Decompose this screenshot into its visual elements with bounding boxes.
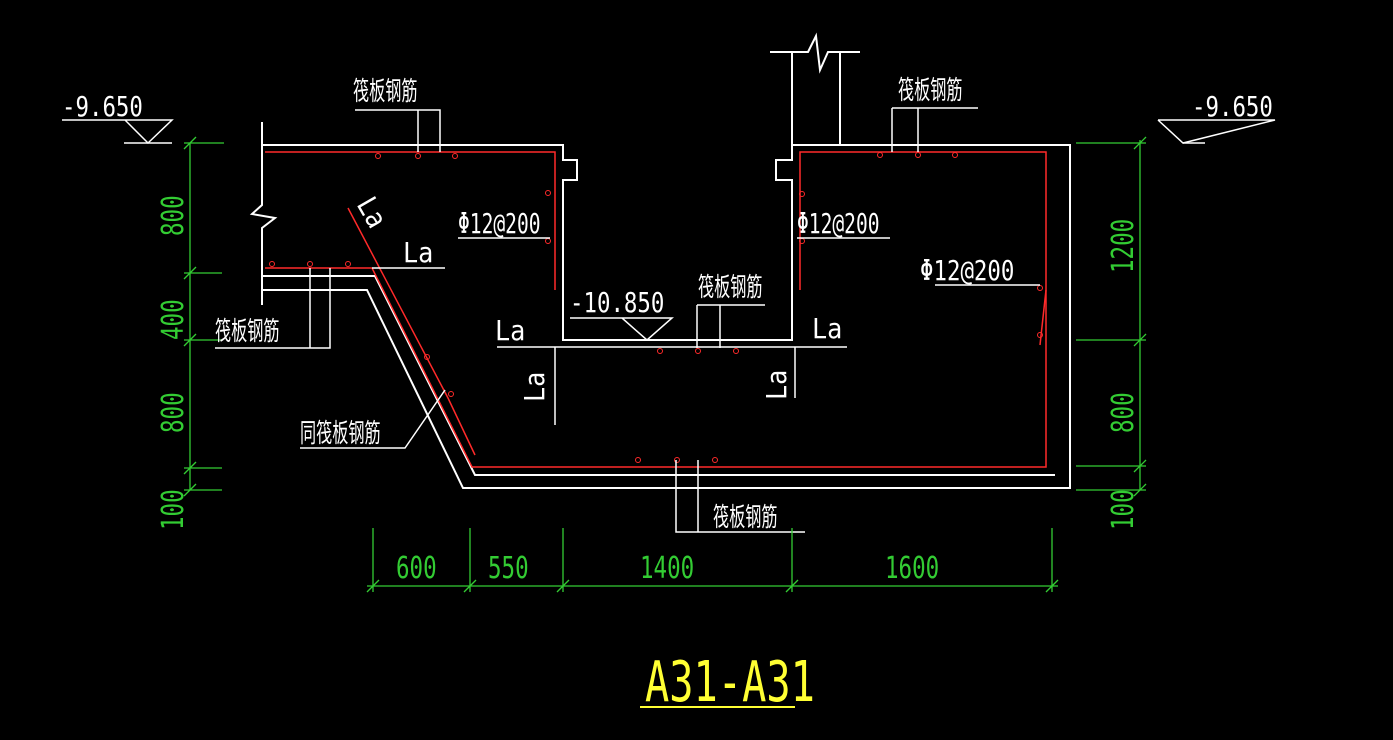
dimension-texts: 800 400 800 100 1200 800 100 600 550 140… bbox=[156, 195, 1141, 586]
dim-bottom-4: 1600 bbox=[885, 551, 939, 586]
dim-bottom-3: 1400 bbox=[640, 551, 694, 586]
dim-bottom-2: 550 bbox=[488, 551, 529, 586]
bar-spec-mid: Φ12@200 bbox=[797, 208, 880, 240]
elevation-markers bbox=[62, 119, 1276, 341]
concrete-outline bbox=[249, 32, 1071, 489]
raft-rebar-label-5: 筏板钢筋 bbox=[713, 503, 777, 533]
dim-left-2: 400 bbox=[156, 299, 191, 340]
la-6: La bbox=[761, 370, 794, 400]
same-raft-rebar-label: 同筏板钢筋 bbox=[300, 419, 381, 449]
dimension-lines bbox=[183, 136, 1147, 593]
la-5: La bbox=[519, 372, 552, 402]
raft-rebar-label-2: 筏板钢筋 bbox=[898, 76, 962, 106]
section-title: A31-A31 bbox=[645, 649, 815, 714]
elevation-left: -9.650 bbox=[62, 89, 143, 122]
title-block: A31-A31 bbox=[640, 649, 815, 715]
raft-rebar-label-3: 筏板钢筋 bbox=[698, 273, 762, 303]
elevation-right: -9.650 bbox=[1192, 89, 1273, 122]
elevation-pit: -10.850 bbox=[570, 285, 664, 318]
la-4: La bbox=[350, 191, 393, 234]
dim-right-3: 100 bbox=[1106, 489, 1141, 530]
dim-right-2: 800 bbox=[1106, 392, 1141, 433]
annotation-texts: -9.650 -9.650 -10.850 Φ12@200 Φ12@200 Φ1… bbox=[62, 89, 1273, 402]
dim-bottom-1: 600 bbox=[396, 551, 437, 586]
raft-rebar-label-1: 筏板钢筋 bbox=[353, 77, 417, 107]
la-1: La bbox=[403, 237, 433, 270]
la-2: La bbox=[495, 315, 525, 348]
dim-left-3: 800 bbox=[156, 392, 191, 433]
dim-left-4: 100 bbox=[156, 489, 191, 530]
bar-spec-right: Φ12@200 bbox=[920, 253, 1014, 286]
leader-lines bbox=[215, 107, 1040, 533]
raft-rebar-label-4: 筏板钢筋 bbox=[215, 317, 279, 347]
rebar-labels: 筏板钢筋 筏板钢筋 筏板钢筋 筏板钢筋 筏板钢筋 同筏板钢筋 bbox=[215, 76, 962, 533]
dim-left-1: 800 bbox=[156, 195, 191, 236]
dim-right-1: 1200 bbox=[1106, 219, 1141, 273]
la-3: La bbox=[812, 313, 842, 346]
bar-spec-left: Φ12@200 bbox=[458, 208, 541, 240]
